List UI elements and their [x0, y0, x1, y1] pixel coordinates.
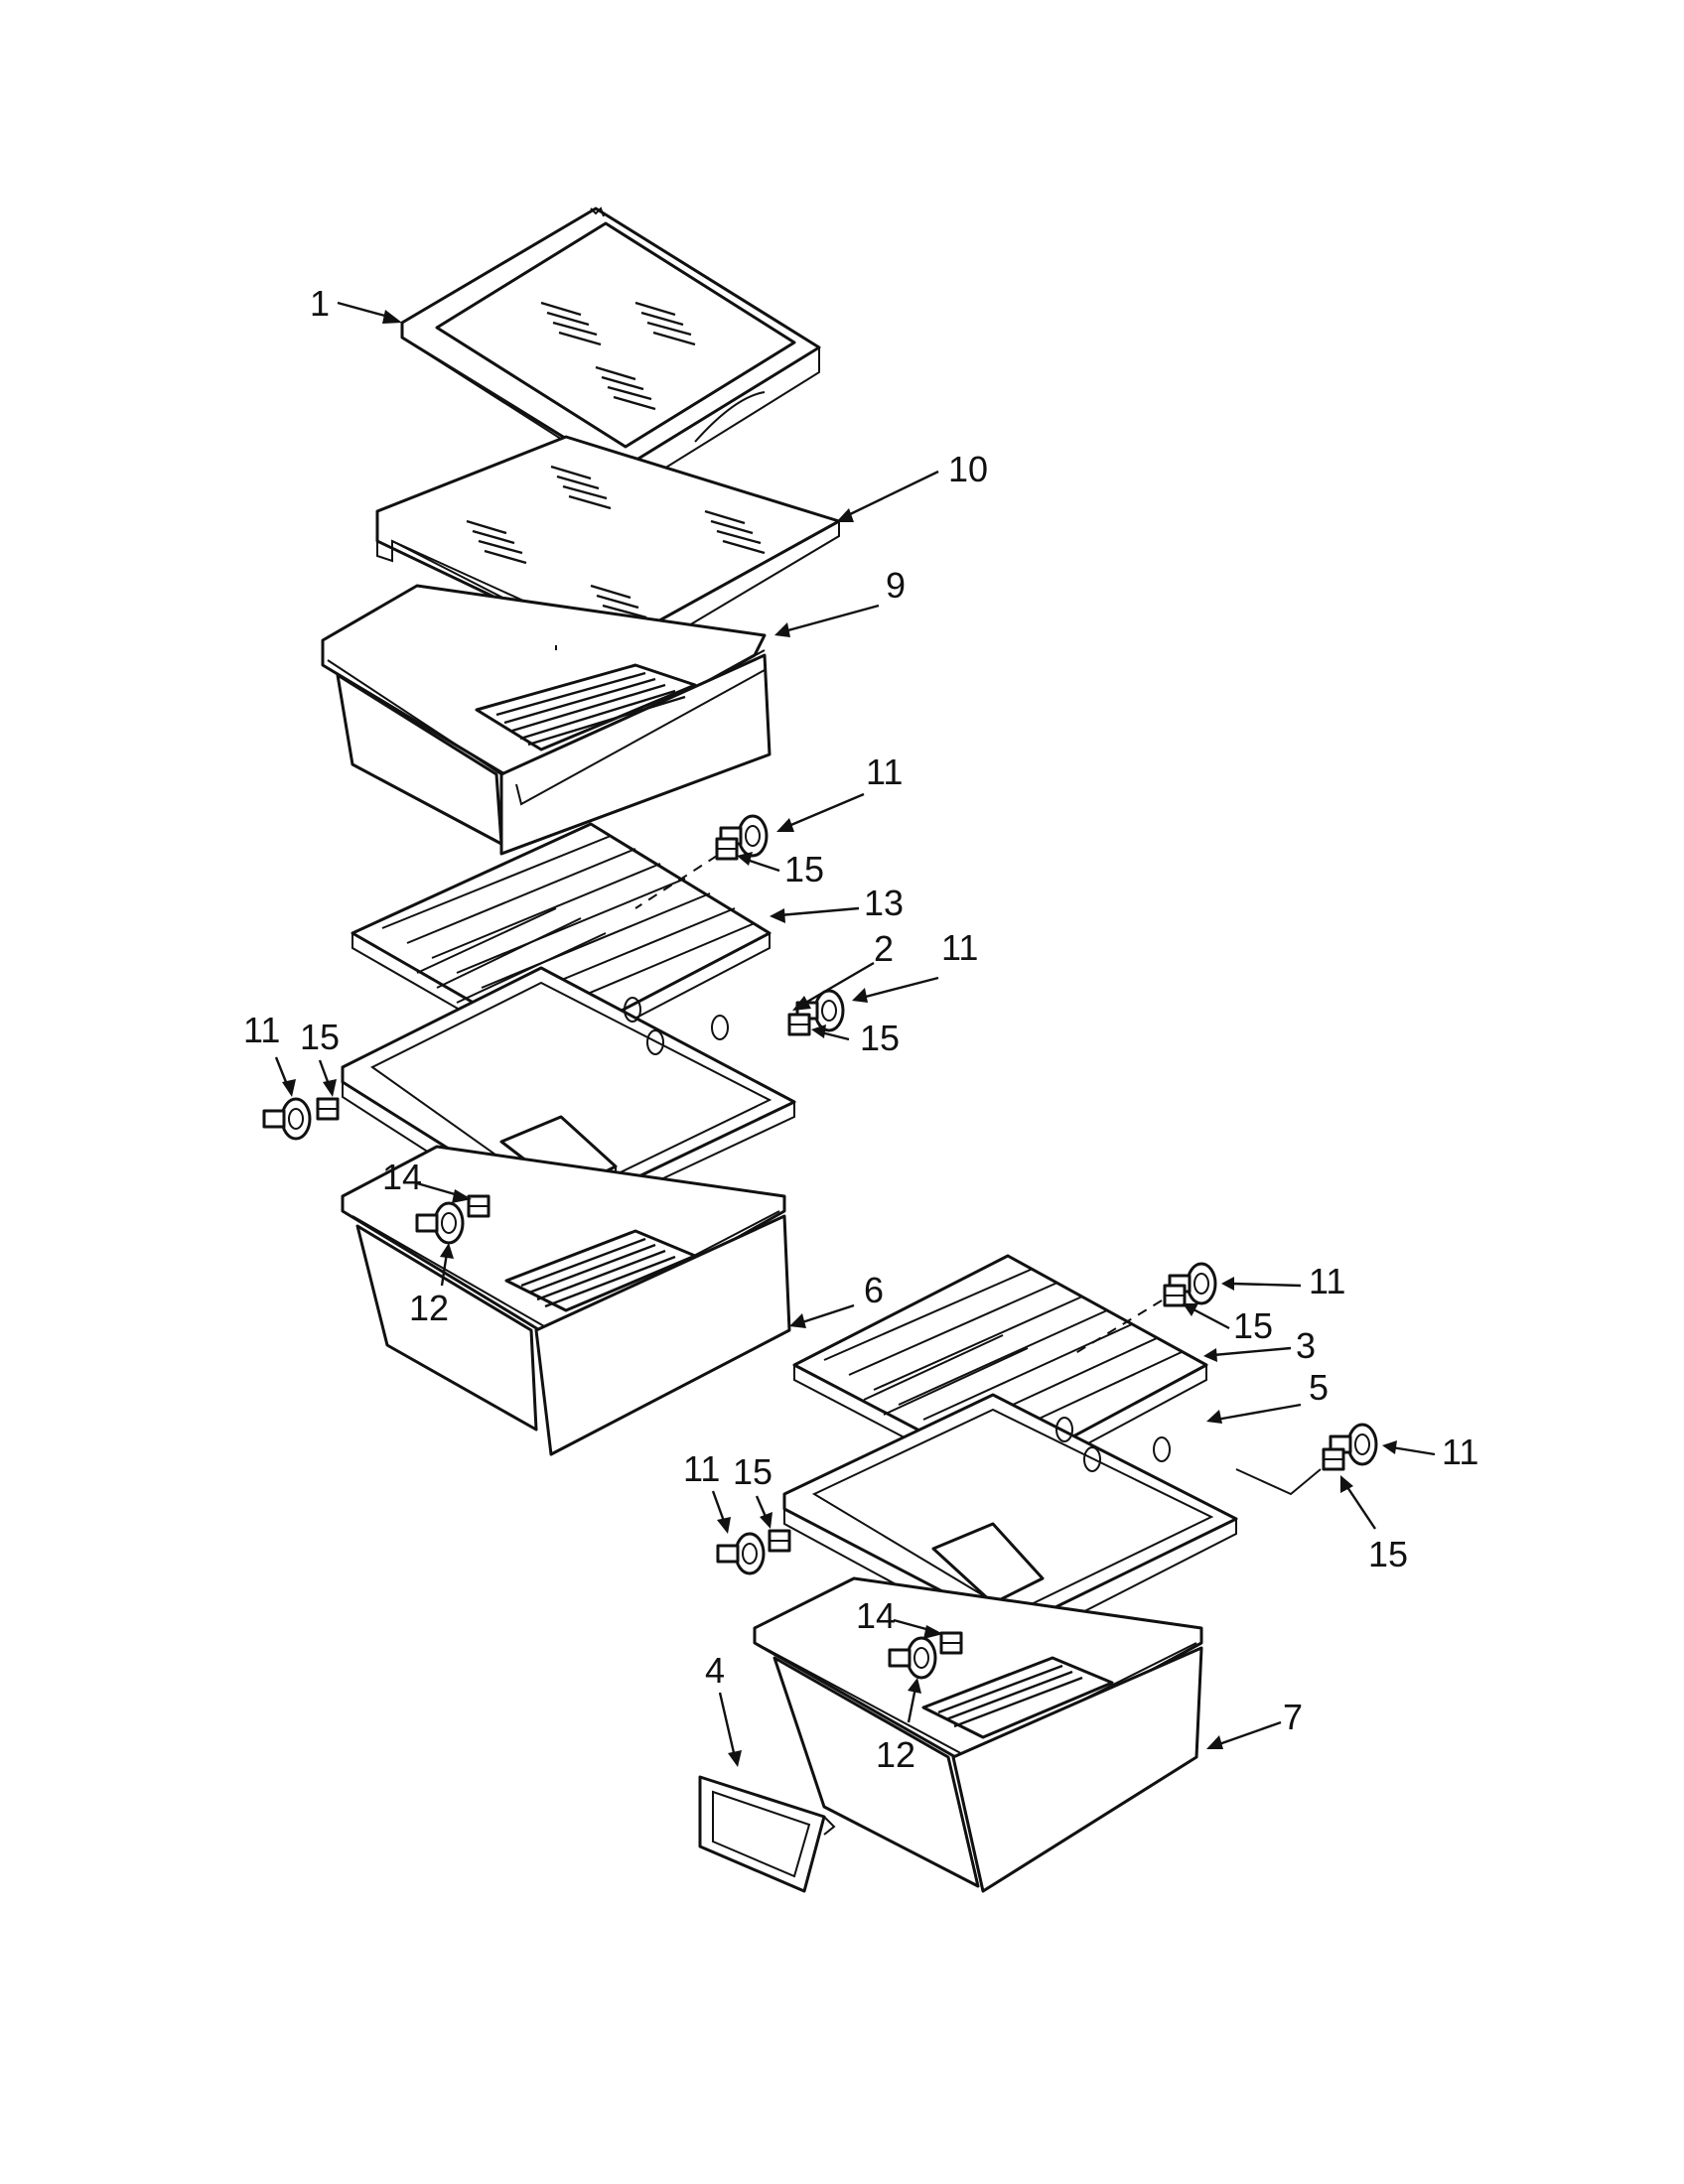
callout-12b: 12 [876, 1734, 915, 1775]
leader-lines [274, 301, 1436, 1767]
callout-7: 7 [1283, 1697, 1303, 1737]
callout-9: 9 [886, 565, 906, 606]
callout-15f: 15 [733, 1451, 772, 1492]
callout-11b: 11 [941, 927, 978, 968]
callout-15c: 15 [300, 1017, 340, 1057]
screw-part-14b [939, 1631, 963, 1655]
screw-part-15e [1322, 1447, 1345, 1471]
callout-5: 5 [1309, 1367, 1329, 1408]
callout-11f: 11 [683, 1448, 720, 1489]
drawer-part-9 [321, 584, 772, 856]
callout-labels: 1 10 9 11 15 13 2 11 15 11 15 14 12 6 11… [243, 283, 1478, 1775]
callout-3: 3 [1296, 1325, 1316, 1366]
callout-11c: 11 [243, 1010, 280, 1050]
callout-10: 10 [948, 449, 988, 489]
callout-2: 2 [874, 928, 894, 969]
callout-12a: 12 [409, 1288, 449, 1328]
roller-part-11c [262, 1097, 312, 1141]
callout-15e: 15 [1368, 1534, 1408, 1574]
screw-part-15b [787, 1013, 811, 1036]
drawer-part-6 [341, 1145, 791, 1456]
callout-6: 6 [864, 1270, 884, 1310]
callout-15a: 15 [784, 849, 824, 889]
callout-15b: 15 [860, 1018, 900, 1058]
cover-part-3 [792, 1254, 1208, 1491]
callout-14b: 14 [856, 1595, 896, 1636]
callout-11e: 11 [1442, 1432, 1478, 1472]
callout-13: 13 [864, 883, 904, 923]
shelf-part-1 [400, 206, 821, 488]
callout-11a: 11 [866, 751, 903, 792]
callout-1: 1 [310, 283, 330, 324]
callout-14a: 14 [382, 1157, 422, 1197]
frame-part-5 [782, 1393, 1238, 1650]
label-part-4 [698, 1775, 836, 1893]
screw-part-15a [715, 837, 739, 861]
callout-4: 4 [705, 1650, 725, 1691]
callout-15d: 15 [1233, 1305, 1273, 1346]
callout-11d: 11 [1309, 1261, 1345, 1301]
roller-part-11f [716, 1532, 766, 1575]
screw-part-15d [1163, 1284, 1187, 1307]
screw-part-15c [316, 1097, 340, 1121]
screw-part-15f [768, 1529, 791, 1553]
drawer-part-7 [753, 1576, 1203, 1893]
